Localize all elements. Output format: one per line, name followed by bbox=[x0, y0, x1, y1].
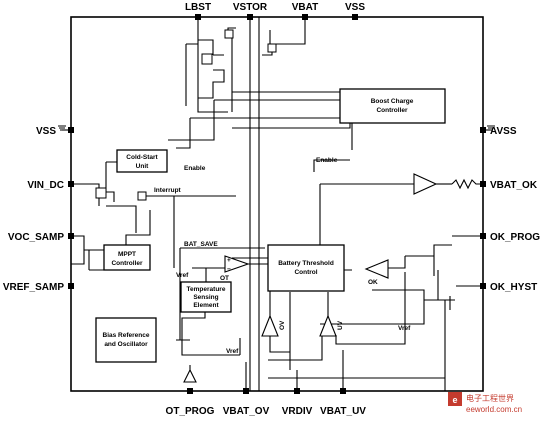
svg-text:+: + bbox=[227, 257, 231, 264]
signal-vref-temp: Vref bbox=[176, 272, 189, 279]
signal-vref-right: Vref bbox=[398, 325, 411, 332]
battery-threshold-control: Battery Threshold Control bbox=[267, 244, 345, 292]
pin-vrdiv: VRDIV bbox=[282, 406, 313, 417]
bias-reference-oscillator: Bias Reference and Oscillator bbox=[95, 317, 157, 363]
svg-text:Control: Control bbox=[294, 269, 317, 276]
svg-text:Boost Charge: Boost Charge bbox=[371, 98, 414, 105]
svg-text:Controller: Controller bbox=[376, 107, 408, 114]
signal-enable-cold-start: Enable bbox=[184, 165, 206, 172]
ok-comparator bbox=[364, 259, 389, 279]
pin-vbat-uv: VBAT_UV bbox=[320, 406, 366, 417]
pin-vin-dc: VIN_DC bbox=[27, 180, 64, 191]
uv-amplifier bbox=[319, 314, 337, 337]
svg-text:Bias Reference: Bias Reference bbox=[103, 332, 150, 339]
pin-lbst: LBST bbox=[185, 2, 211, 13]
pin-vbat-ov: VBAT_OV bbox=[223, 406, 270, 417]
signal-uv: UV bbox=[337, 320, 344, 330]
boost-charge-controller: Boost Charge Controller bbox=[339, 88, 446, 124]
svg-text:电子工程世界: 电子工程世界 bbox=[466, 393, 514, 403]
svg-text:−: − bbox=[227, 266, 231, 273]
ground-icon bbox=[58, 125, 66, 131]
pin-ot-prog: OT_PROG bbox=[166, 406, 215, 417]
pin-vref-samp: VREF_SAMP bbox=[3, 282, 64, 293]
pin-avss: AVSS bbox=[490, 126, 517, 137]
svg-text:MPPT: MPPT bbox=[118, 251, 136, 258]
pin-vss-top: VSS bbox=[345, 2, 365, 13]
watermark-logo: e 电子工程世界 eeworld.com.cn bbox=[448, 392, 522, 414]
power-switches bbox=[95, 29, 277, 201]
svg-text:e: e bbox=[452, 395, 457, 405]
vbat-ok-buffer bbox=[413, 173, 438, 195]
pin-ok-prog: OK_PROG bbox=[490, 232, 540, 243]
ground-icon bbox=[487, 125, 495, 131]
temperature-sensing-element: Temperature Sensing Element bbox=[180, 281, 232, 313]
signal-ot: OT bbox=[220, 275, 229, 282]
svg-text:Temperature: Temperature bbox=[187, 286, 226, 293]
signal-bat-save: BAT_SAVE bbox=[184, 241, 218, 248]
svg-text:Controller: Controller bbox=[111, 260, 143, 267]
pin-vbat: VBAT bbox=[292, 2, 318, 13]
signal-ok: OK bbox=[368, 279, 378, 286]
pin-ok-hyst: OK_HYST bbox=[490, 282, 537, 293]
signal-ov: OV bbox=[279, 320, 286, 330]
signal-vref-bottom: Vref bbox=[226, 348, 239, 355]
chip-outline bbox=[70, 16, 484, 392]
pin-vss-left: VSS bbox=[36, 126, 56, 137]
svg-text:and Oscillator: and Oscillator bbox=[104, 341, 148, 348]
ov-amplifier bbox=[261, 314, 279, 337]
cold-start-unit: Cold-Start Unit bbox=[116, 149, 168, 173]
svg-text:Cold-Start: Cold-Start bbox=[126, 154, 158, 161]
signal-enable-boost: Enable bbox=[316, 157, 338, 164]
pin-vstor: VSTOR bbox=[233, 2, 268, 13]
vbat-ok-resistor bbox=[451, 178, 483, 190]
mppt-controller: MPPT Controller bbox=[103, 244, 151, 271]
pin-markers bbox=[68, 14, 486, 394]
ot-comparator bbox=[224, 255, 250, 273]
ot-prog-buffer bbox=[183, 368, 197, 383]
signal-interrupt: Interrupt bbox=[154, 187, 182, 194]
svg-text:Element: Element bbox=[193, 302, 219, 309]
pin-voc-samp: VOC_SAMP bbox=[8, 232, 64, 243]
svg-text:Sensing: Sensing bbox=[193, 294, 218, 301]
pin-vbat-ok: VBAT_OK bbox=[490, 180, 538, 191]
svg-text:Unit: Unit bbox=[136, 163, 149, 170]
svg-text:eeworld.com.cn: eeworld.com.cn bbox=[466, 405, 522, 414]
svg-text:Battery Threshold: Battery Threshold bbox=[278, 260, 334, 267]
